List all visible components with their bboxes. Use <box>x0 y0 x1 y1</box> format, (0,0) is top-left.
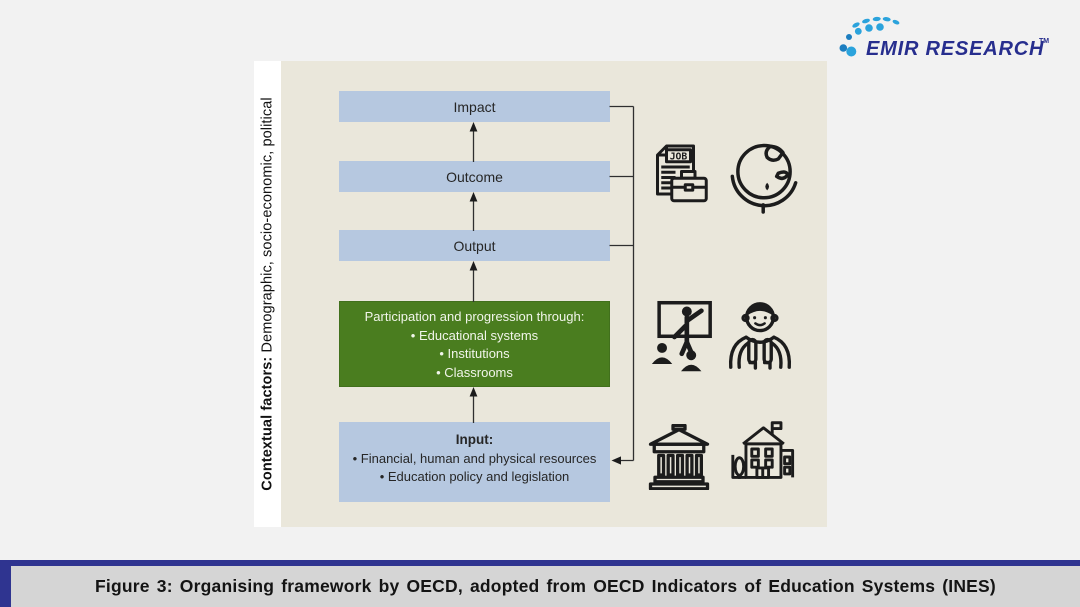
input-bullet: • Financial, human and physical resource… <box>352 450 597 466</box>
diagram-panel: Impact Outcome Output Participation and … <box>281 61 827 527</box>
impact-box: Impact <box>339 91 610 122</box>
classroom-icon <box>651 300 712 372</box>
impact-label: Impact <box>453 98 496 115</box>
participation-title: Participation and progression through: <box>364 309 585 324</box>
participation-bullet: • Classrooms <box>436 364 513 380</box>
outcome-label: Outcome <box>446 168 503 185</box>
emir-research-logo: EMIR RESEARCH TM <box>832 10 1072 70</box>
input-title: Input: <box>455 432 494 447</box>
figure-caption: Figure 3: Organising framework by OECD, … <box>95 576 996 596</box>
input-box: Input: • Financial, human and physical r… <box>339 422 610 502</box>
contextual-factors-strip: Contextual factors: Demographic, socio-e… <box>254 61 281 527</box>
contextual-factors-label: Contextual factors: Demographic, socio-e… <box>260 97 276 490</box>
school-icon <box>731 421 795 479</box>
output-box: Output <box>339 230 610 261</box>
student-icon <box>728 302 792 370</box>
caption-bar: Figure 3: Organising framework by OECD, … <box>0 560 1080 607</box>
participation-bullet: • Institutions <box>439 346 510 361</box>
input-bullet: • Education policy and legislation <box>379 469 570 484</box>
logo-dots-icon <box>839 16 900 57</box>
output-label: Output <box>453 237 496 254</box>
emir-research-logo-graphic: EMIR RESEARCH TM <box>839 16 1049 60</box>
job-icon-text: JOB <box>670 152 688 163</box>
logo-tm: TM <box>1039 38 1049 45</box>
outcome-box: Outcome <box>339 161 610 192</box>
globe-icon <box>730 143 798 214</box>
participation-bullet: • Educational systems <box>410 327 539 343</box>
logo-text: EMIR RESEARCH <box>866 38 1044 60</box>
caption-area: Figure 3: Organising framework by OECD, … <box>11 566 1080 607</box>
participation-box: Participation and progression through: •… <box>339 301 610 387</box>
contextual-factors-label-bold: Contextual factors: <box>259 356 276 491</box>
contextual-factors-label-rest: Demographic, socio-economic, political <box>259 97 276 357</box>
job-market-icon: JOB <box>656 144 708 203</box>
institution-icon <box>648 424 710 490</box>
